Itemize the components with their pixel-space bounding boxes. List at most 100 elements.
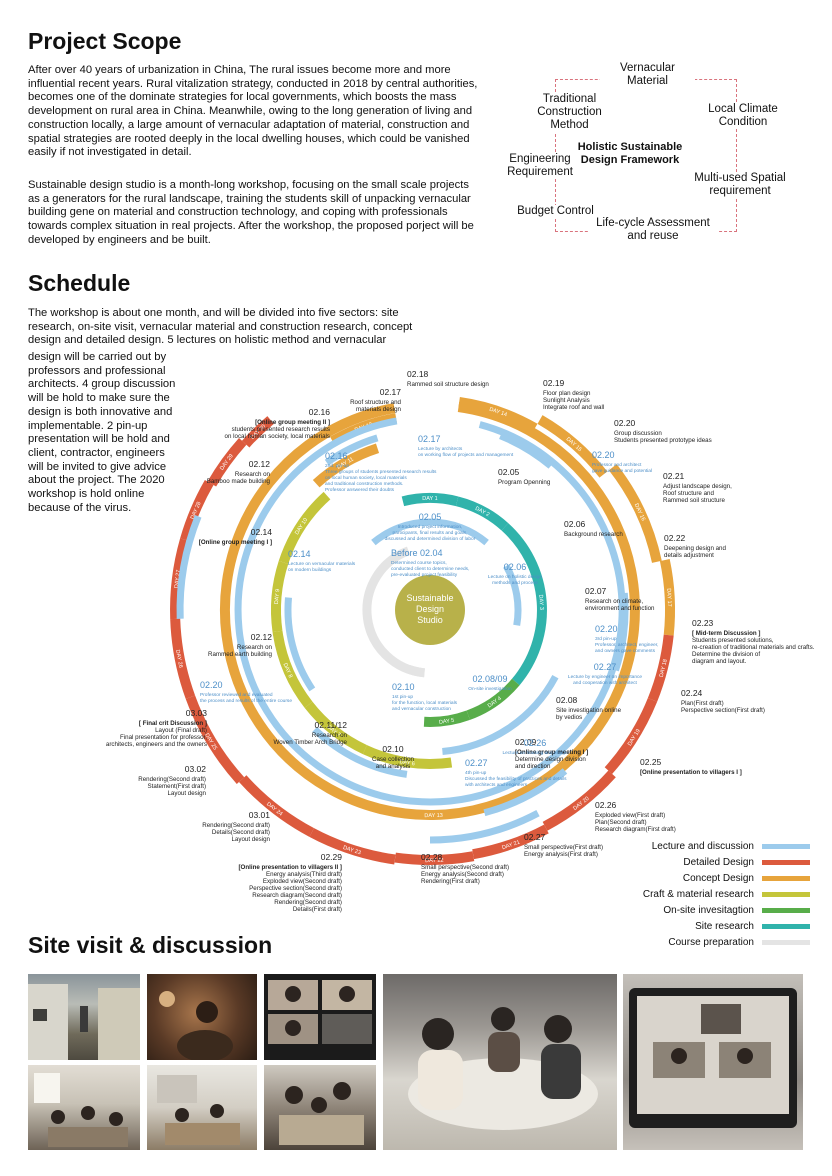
event-line: Exploded view(Second draft): [263, 878, 342, 885]
lecture-date: 02.20: [595, 624, 618, 634]
alley-photo: [28, 974, 140, 1060]
schedule-paragraph-1: The workshop is about one month, and wil…: [28, 307, 413, 347]
event-line: details adjustment: [664, 552, 714, 559]
day-segment-22: [394, 851, 475, 865]
prep-arc: [406, 664, 426, 678]
event-date: 02.11/12: [315, 720, 348, 730]
site-visit-title: Site visit & discussion: [28, 932, 273, 958]
event-date: 02.29: [321, 852, 343, 862]
event-line: Roof structure and: [350, 399, 401, 406]
event-line: [Online group meeting II ]: [255, 419, 330, 426]
framework-item-multi-used: Multi-used Spatial requirement: [680, 172, 800, 198]
event-line: Research on: [237, 644, 273, 651]
day-label: DAY 17: [665, 588, 672, 607]
lecture-line: 3rd pin-up: [595, 636, 617, 642]
lecture-line: Lecture by architects: [418, 446, 463, 452]
event-date: 02.23: [692, 618, 714, 628]
event-date: 02.25: [640, 757, 662, 767]
lecture-date: 02.27: [594, 662, 617, 672]
event-line: Layout (Final draft): [155, 727, 207, 734]
event-date: 02.27: [524, 832, 546, 842]
day-segment-4: [466, 678, 520, 720]
day-segment-6: [362, 745, 453, 769]
day-segment-28: [180, 479, 214, 542]
event-date: 02.14: [251, 527, 273, 537]
day-label: DAY 22: [425, 858, 444, 864]
lecture-arc-5: [284, 597, 316, 692]
day-segment-17: [659, 559, 676, 636]
legend-swatch: [762, 923, 810, 929]
day-segment-21: [472, 824, 549, 860]
schedule-title: Schedule: [28, 270, 131, 296]
project-scope-title: Project Scope: [28, 28, 182, 54]
event-date: 02.06: [564, 519, 586, 529]
framework-item-traditional-construction: Traditional Construction Method: [522, 93, 617, 132]
day-label: DAY 13: [424, 813, 443, 819]
event-line: Roof structure and: [663, 490, 714, 497]
laptop-call-photo: [623, 974, 803, 1150]
lecture-line: discussed and determined division of lab…: [385, 536, 476, 542]
event-line: students presented research results: [232, 426, 330, 433]
event-line: [Online presentation to villagers I ]: [640, 769, 742, 776]
legend-item: Course preparation: [668, 936, 810, 948]
event-line: Rendering(Second draft): [274, 899, 342, 906]
event-date: 02.16: [309, 407, 331, 417]
lecture-line: On-site investigation: [468, 686, 512, 692]
day-label: DAY 21: [501, 840, 520, 852]
event-line: Details(Second draft): [212, 829, 270, 836]
event-line: by vedios: [556, 714, 582, 721]
event-line: architects, engineers and the owners: [106, 741, 207, 748]
event-line: Layout design: [231, 836, 270, 843]
event-date: 02.20: [614, 418, 636, 428]
legend-item: Site research: [695, 920, 810, 932]
lecture-line: and vernacular construction: [392, 706, 451, 712]
legend-label: Concept Design: [682, 872, 754, 884]
event-line: Background research: [564, 531, 623, 538]
lecture-date: 02.20: [592, 450, 615, 460]
lecture-line: Professor answered their doubts: [325, 487, 395, 493]
center-label: Design: [416, 604, 444, 614]
event-line: [Online presentation to villagers II ]: [239, 864, 343, 871]
legend-swatch: [762, 907, 810, 913]
lecture-line: 1st pin-up: [392, 694, 413, 700]
project-scope-paragraph-1: After over 40 years of urbanization in C…: [28, 64, 478, 159]
event-line: Layout design: [167, 790, 206, 797]
event-date: 02.21: [663, 471, 685, 481]
day-segment-20: [542, 770, 616, 831]
event-line: Determine design division: [515, 756, 586, 763]
event-line: Program Openning: [498, 479, 551, 486]
event-date: 03.03: [186, 708, 208, 718]
event-line: Bamboo made building: [207, 478, 271, 485]
lecture-arc-4: [312, 726, 408, 778]
lecture-arc-8: [499, 432, 554, 469]
legend-swatch: [762, 859, 810, 865]
event-date: 02.12: [251, 632, 273, 642]
event-line: re-creation of traditional materials and…: [692, 644, 815, 651]
event-line: Final presentation for professor,: [120, 734, 207, 741]
legend-label: Craft & material research: [642, 888, 754, 900]
prep-arc: [362, 546, 425, 678]
day-segment-1: [401, 493, 459, 507]
event-line: on local human society, local materials: [225, 433, 330, 440]
day-segment-25: [185, 695, 245, 784]
framework-item-vernacular-material: Vernacular Material: [600, 62, 695, 88]
lecture-line: Lecture on housing and village: [502, 750, 567, 756]
event-date: 03.01: [249, 810, 271, 820]
legend-label: On-site invesitagtion: [663, 904, 754, 916]
framework-center-label: Holistic Sustainable Design Framework: [577, 141, 683, 166]
day-segment-29: [207, 438, 247, 487]
day-label: DAY 26: [174, 649, 183, 668]
day-segment-26: [170, 618, 196, 699]
lecture-line: participants, final results and goals,: [393, 530, 468, 536]
day-label: DAY 9: [274, 589, 281, 605]
event-line: Rendering(First draft): [421, 878, 480, 885]
event-date: 02.19: [543, 378, 565, 388]
day-segment-10: [278, 491, 331, 565]
lecture-date: 02.05: [419, 512, 442, 522]
lecture-date: 02.26: [524, 738, 547, 748]
event-line: environment and function: [585, 605, 655, 612]
event-line: Small perspective(First draft): [524, 844, 603, 851]
dinner-photo: [147, 974, 257, 1060]
lecture-arc-12: [176, 514, 202, 619]
